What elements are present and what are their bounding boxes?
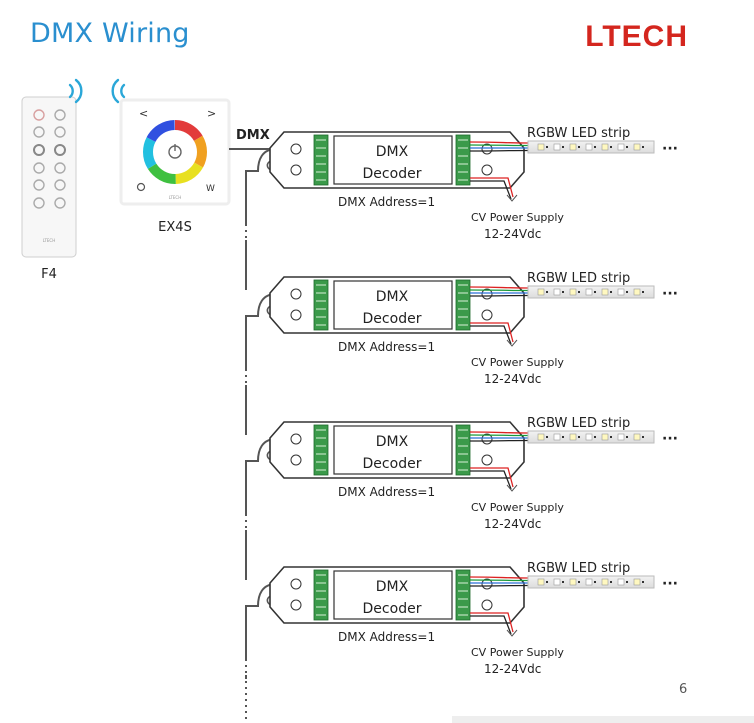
strip-continuation: ··· <box>662 431 678 447</box>
dmx-address-label: DMX Address=1 <box>338 485 435 499</box>
dmx-address-label: DMX Address=1 <box>338 340 435 354</box>
strip-continuation: ··· <box>662 576 678 592</box>
page-number: 6 <box>679 682 688 697</box>
input-terminal <box>313 569 329 621</box>
decoder-label: DMX <box>376 579 409 595</box>
touch-panel-ex4s: < > W LTECH <box>119 98 231 206</box>
dmx-signal-label: DMX <box>236 128 270 143</box>
remote-f4: LTECH <box>21 96 77 258</box>
output-terminal <box>455 279 471 331</box>
power-supply-label: CV Power Supply <box>471 501 564 514</box>
brand-logo: LTECH <box>585 20 688 53</box>
panel-label: EX4S <box>158 220 192 235</box>
dmx-address-label: DMX Address=1 <box>338 195 435 209</box>
decoder-label: Decoder <box>363 601 422 617</box>
input-terminal <box>313 134 329 186</box>
page-title: DMX Wiring <box>30 18 190 49</box>
dmx-address-label: DMX Address=1 <box>338 630 435 644</box>
decoder-label: DMX <box>376 144 409 160</box>
wireless-signal-icon <box>68 78 126 104</box>
power-supply-label: CV Power Supply <box>471 646 564 659</box>
power-voltage-label: 12-24Vdc <box>484 227 541 241</box>
strip-continuation: ··· <box>662 286 678 302</box>
decoder-label: DMX <box>376 434 409 450</box>
led-strip-label: RGBW LED strip <box>527 271 630 286</box>
led-strip-label: RGBW LED strip <box>527 416 630 431</box>
power-voltage-label: 12-24Vdc <box>484 517 541 531</box>
decoder-label: Decoder <box>363 456 422 472</box>
output-terminal <box>455 134 471 186</box>
panel-right-arrow: > <box>207 107 216 120</box>
panel-left-arrow: < <box>139 107 148 120</box>
remote-label: F4 <box>41 267 57 282</box>
input-terminal <box>313 424 329 476</box>
decoder-label: Decoder <box>363 166 422 182</box>
decoder-label: Decoder <box>363 311 422 327</box>
panel-mode-icon <box>136 182 146 192</box>
power-supply-label: CV Power Supply <box>471 356 564 369</box>
led-strip-label: RGBW LED strip <box>527 126 630 141</box>
remote-brand: LTECH <box>43 238 55 243</box>
input-terminal <box>313 279 329 331</box>
power-supply-label: CV Power Supply <box>471 211 564 224</box>
output-terminal <box>455 424 471 476</box>
strip-continuation: ··· <box>662 141 678 157</box>
output-terminal <box>455 569 471 621</box>
power-voltage-label: 12-24Vdc <box>484 662 541 676</box>
led-strip-label: RGBW LED strip <box>527 561 630 576</box>
panel-w-key: W <box>206 184 215 194</box>
decoder-label: DMX <box>376 289 409 305</box>
footer-bar <box>452 716 754 723</box>
power-voltage-label: 12-24Vdc <box>484 372 541 386</box>
panel-brand: LTECH <box>169 195 181 200</box>
